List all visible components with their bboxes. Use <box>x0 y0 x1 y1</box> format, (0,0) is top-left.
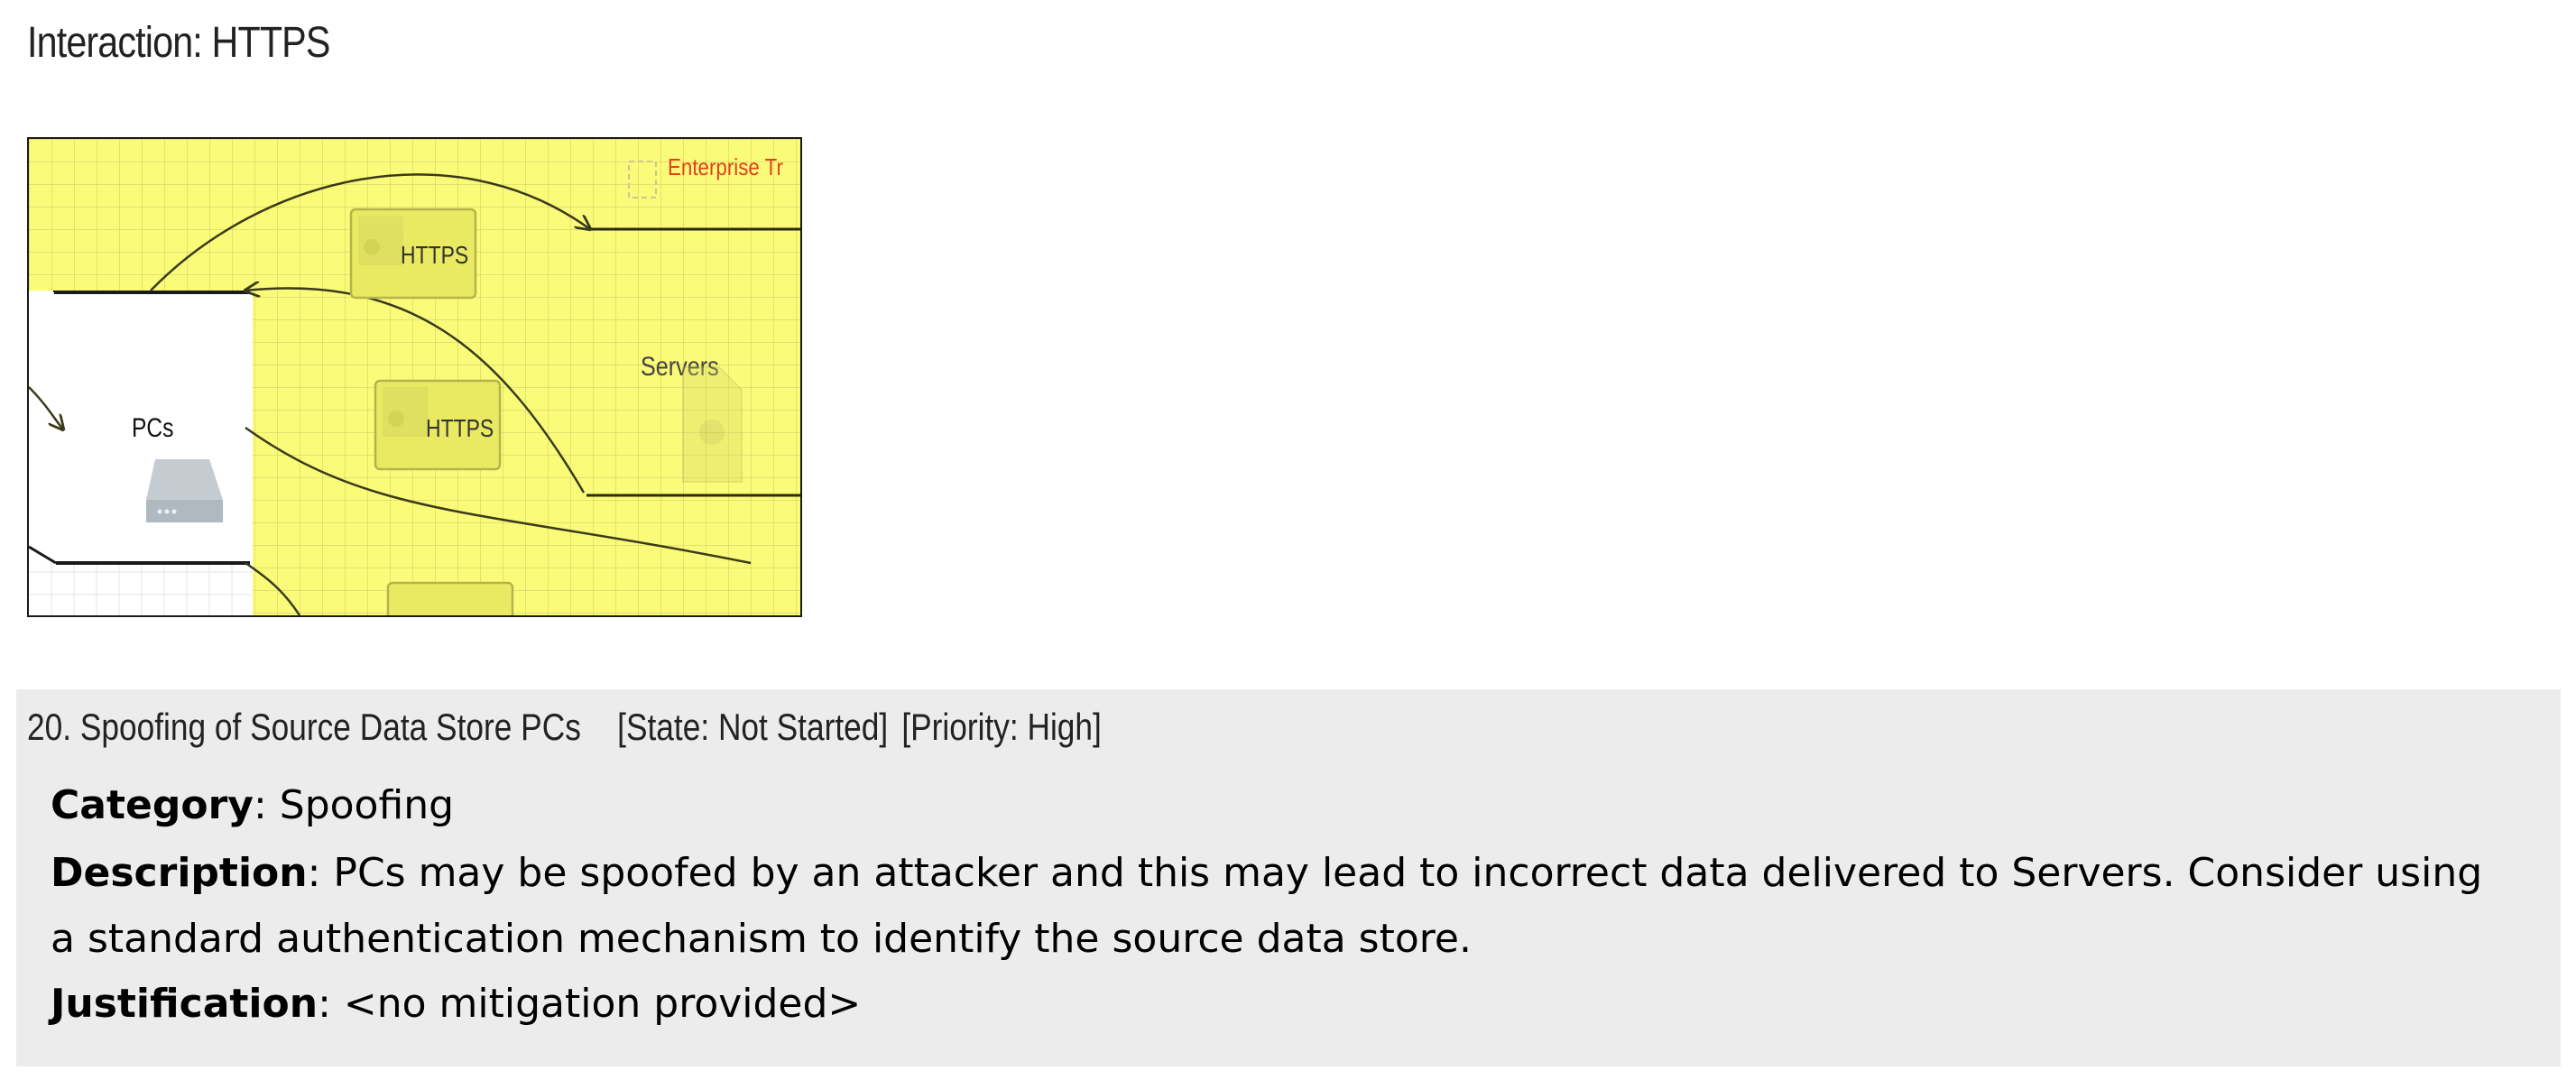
flow-icon <box>383 387 428 437</box>
category-value: Spoofing <box>279 782 455 828</box>
threat-title: 20. Spoofing of Source Data Store PCs <box>27 706 581 748</box>
interaction-title: Interaction: HTTPS <box>27 19 330 67</box>
flow-box-partial[interactable] <box>386 581 514 615</box>
flow-label-https: HTTPS <box>401 242 468 270</box>
flow-box-https-2[interactable]: HTTPS <box>374 379 502 471</box>
description-value: PCs may be spoofed by an attacker and th… <box>51 850 2483 962</box>
flow-box-https-1[interactable]: HTTPS <box>349 208 477 300</box>
threat-priority: [Priority: High] <box>901 706 1102 748</box>
description-field: Description: PCs may be spoofed by an at… <box>51 850 2483 962</box>
flow-lines[interactable] <box>29 173 752 615</box>
category-label: Category <box>51 782 254 828</box>
boundary-label: Enterprise Tr <box>668 154 783 180</box>
servers-label: Servers <box>641 351 719 382</box>
servers-process[interactable]: Servers <box>586 227 800 497</box>
justification-label: Justification <box>51 981 319 1027</box>
threat-header: 20. Spoofing of Source Data Store PCs [St… <box>27 706 1102 749</box>
data-store-icon <box>146 459 223 522</box>
server-icon <box>682 366 743 483</box>
flow-label-https: HTTPS <box>426 415 494 443</box>
data-flow-diagram[interactable]: Enterprise Tr PCs <box>27 137 802 617</box>
justification-value: <no mitigation provided> <box>343 981 862 1027</box>
justification-field: Justification: <no mitigation provided> <box>51 981 862 1027</box>
flow-icon <box>358 216 403 265</box>
threat-state: [State: Not Started] <box>617 706 889 748</box>
pcs-grid <box>29 563 253 615</box>
pcs-label: PCs <box>132 412 173 443</box>
trust-boundary[interactable]: Enterprise Tr <box>628 154 783 198</box>
category-field: Category: Spoofing <box>51 782 455 828</box>
threat-panel: 20. Spoofing of Source Data Store PCs [St… <box>16 689 2561 1066</box>
description-label: Description <box>51 850 308 896</box>
pcs-data-store[interactable]: PCs <box>29 291 253 615</box>
